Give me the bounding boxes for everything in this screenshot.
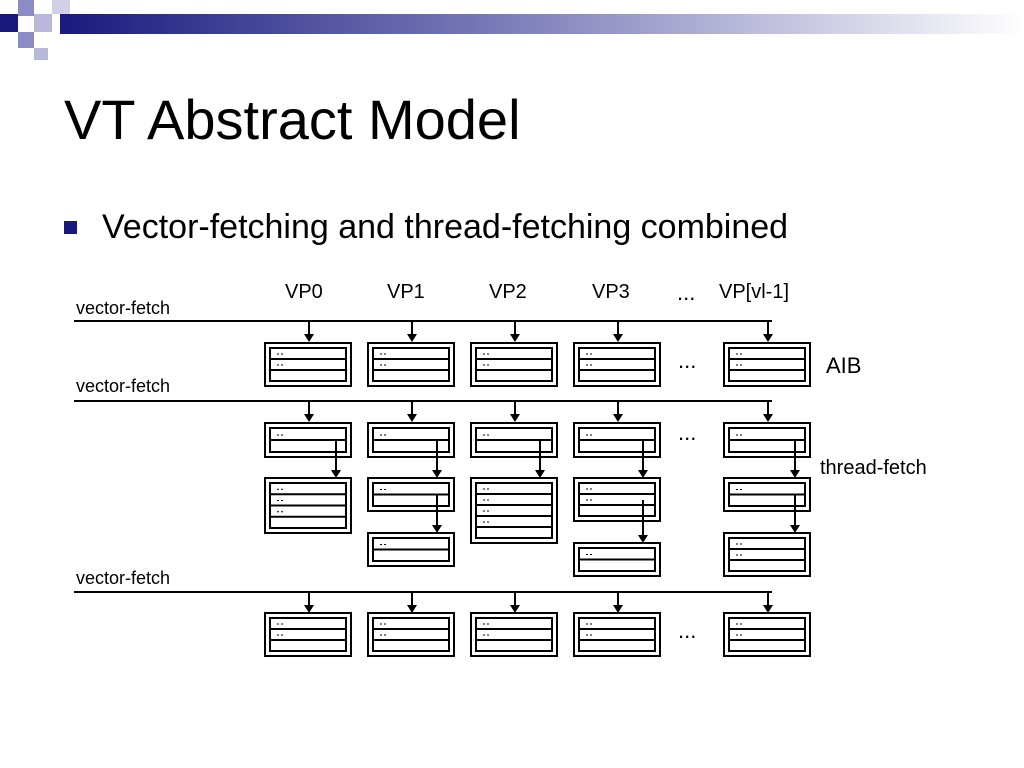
vp-label-3: VP3 bbox=[592, 281, 630, 303]
fetch-arrowhead-3-4 bbox=[763, 605, 773, 613]
vector-fetch-label-2: vector-fetch bbox=[76, 376, 170, 396]
thread-box-vp2-2 bbox=[470, 477, 558, 544]
fetch-arrowhead-1-2 bbox=[510, 334, 520, 342]
vp-label-4: VP[vl-1] bbox=[719, 281, 789, 303]
fetch-arrowhead-3-3 bbox=[613, 605, 623, 613]
vector-fetch-label-1: vector-fetch bbox=[76, 298, 170, 318]
fetch-arrowhead-2-2 bbox=[510, 414, 520, 422]
vp-label-0: VP0 bbox=[285, 281, 323, 303]
bullet-item: Vector-fetching and thread-fetching comb… bbox=[64, 210, 788, 244]
fetch-box-3-3-inner bbox=[578, 617, 656, 652]
fetch-arrowhead-1-3 bbox=[613, 334, 623, 342]
thread-box-vp3-2 bbox=[573, 477, 661, 522]
aib-box-3-inner bbox=[578, 347, 656, 382]
thread-arrow-vp3-b-head bbox=[638, 535, 648, 543]
vp-label-2: VP2 bbox=[489, 281, 527, 303]
fetch-box-3-2-inner bbox=[475, 617, 553, 652]
vector-fetch-label-3: vector-fetch bbox=[76, 568, 170, 588]
thread-arrow-vp1-a-head bbox=[432, 470, 442, 478]
aib-box-3 bbox=[573, 342, 661, 387]
thread-arrow-vp2-head bbox=[535, 470, 545, 478]
slide-title: VT Abstract Model bbox=[64, 88, 521, 151]
fetch-arrowhead-2-3 bbox=[613, 414, 623, 422]
thread-arrow-vplast-a-head bbox=[790, 470, 800, 478]
thread-arrow-vp1-b-head bbox=[432, 525, 442, 533]
aib-box-0 bbox=[264, 342, 352, 387]
aib-ellipsis: ... bbox=[678, 348, 696, 373]
aib-label: AIB bbox=[826, 353, 861, 378]
thread-box-vp2-2-inner bbox=[475, 482, 553, 539]
bullet-square-icon bbox=[64, 220, 77, 234]
thread-ellipsis: ... bbox=[678, 420, 696, 445]
aib-box-2-inner bbox=[475, 347, 553, 382]
fetch-box-3-0-inner bbox=[269, 617, 347, 652]
aib-box-1-inner bbox=[372, 347, 450, 382]
thread-arrow-vp0-head bbox=[331, 470, 341, 478]
fetch-box-3-2 bbox=[470, 612, 558, 657]
bullet-text: Vector-fetching and thread-fetching comb… bbox=[102, 208, 789, 246]
fetch-box-3-4 bbox=[723, 612, 811, 657]
thread-fetch-label: thread-fetch bbox=[820, 457, 927, 479]
bottom-ellipsis: ... bbox=[678, 618, 696, 643]
thread-box-vp3-2-inner bbox=[578, 482, 656, 517]
fetch-box-3-1 bbox=[367, 612, 455, 657]
header-decoration bbox=[0, 0, 1024, 60]
fetch-arrowhead-3-0 bbox=[304, 605, 314, 613]
thread-box-vplast-3-inner bbox=[728, 537, 806, 572]
aib-box-4-inner bbox=[728, 347, 806, 382]
fetch-arrowhead-2-1 bbox=[407, 414, 417, 422]
aib-box-2 bbox=[470, 342, 558, 387]
aib-box-0-inner bbox=[269, 347, 347, 382]
fetch-arrowhead-3-1 bbox=[407, 605, 417, 613]
vp-label-1: VP1 bbox=[387, 281, 425, 303]
fetch-arrowhead-1-1 bbox=[407, 334, 417, 342]
fetch-arrowhead-2-4 bbox=[763, 414, 773, 422]
aib-box-1 bbox=[367, 342, 455, 387]
aib-box-4 bbox=[723, 342, 811, 387]
vp-ellipsis: ... bbox=[677, 280, 695, 305]
fetch-arrowhead-3-2 bbox=[510, 605, 520, 613]
thread-arrow-vplast-b-head bbox=[790, 525, 800, 533]
fetch-box-3-1-inner bbox=[372, 617, 450, 652]
fetch-arrowhead-1-0 bbox=[304, 334, 314, 342]
fetch-box-3-0 bbox=[264, 612, 352, 657]
fetch-arrowhead-2-0 bbox=[304, 414, 314, 422]
thread-arrow-vp3-a-head bbox=[638, 470, 648, 478]
fetch-box-3-4-inner bbox=[728, 617, 806, 652]
fetch-arrowhead-1-4 bbox=[763, 334, 773, 342]
thread-box-vplast-3 bbox=[723, 532, 811, 577]
fetch-box-3-3 bbox=[573, 612, 661, 657]
